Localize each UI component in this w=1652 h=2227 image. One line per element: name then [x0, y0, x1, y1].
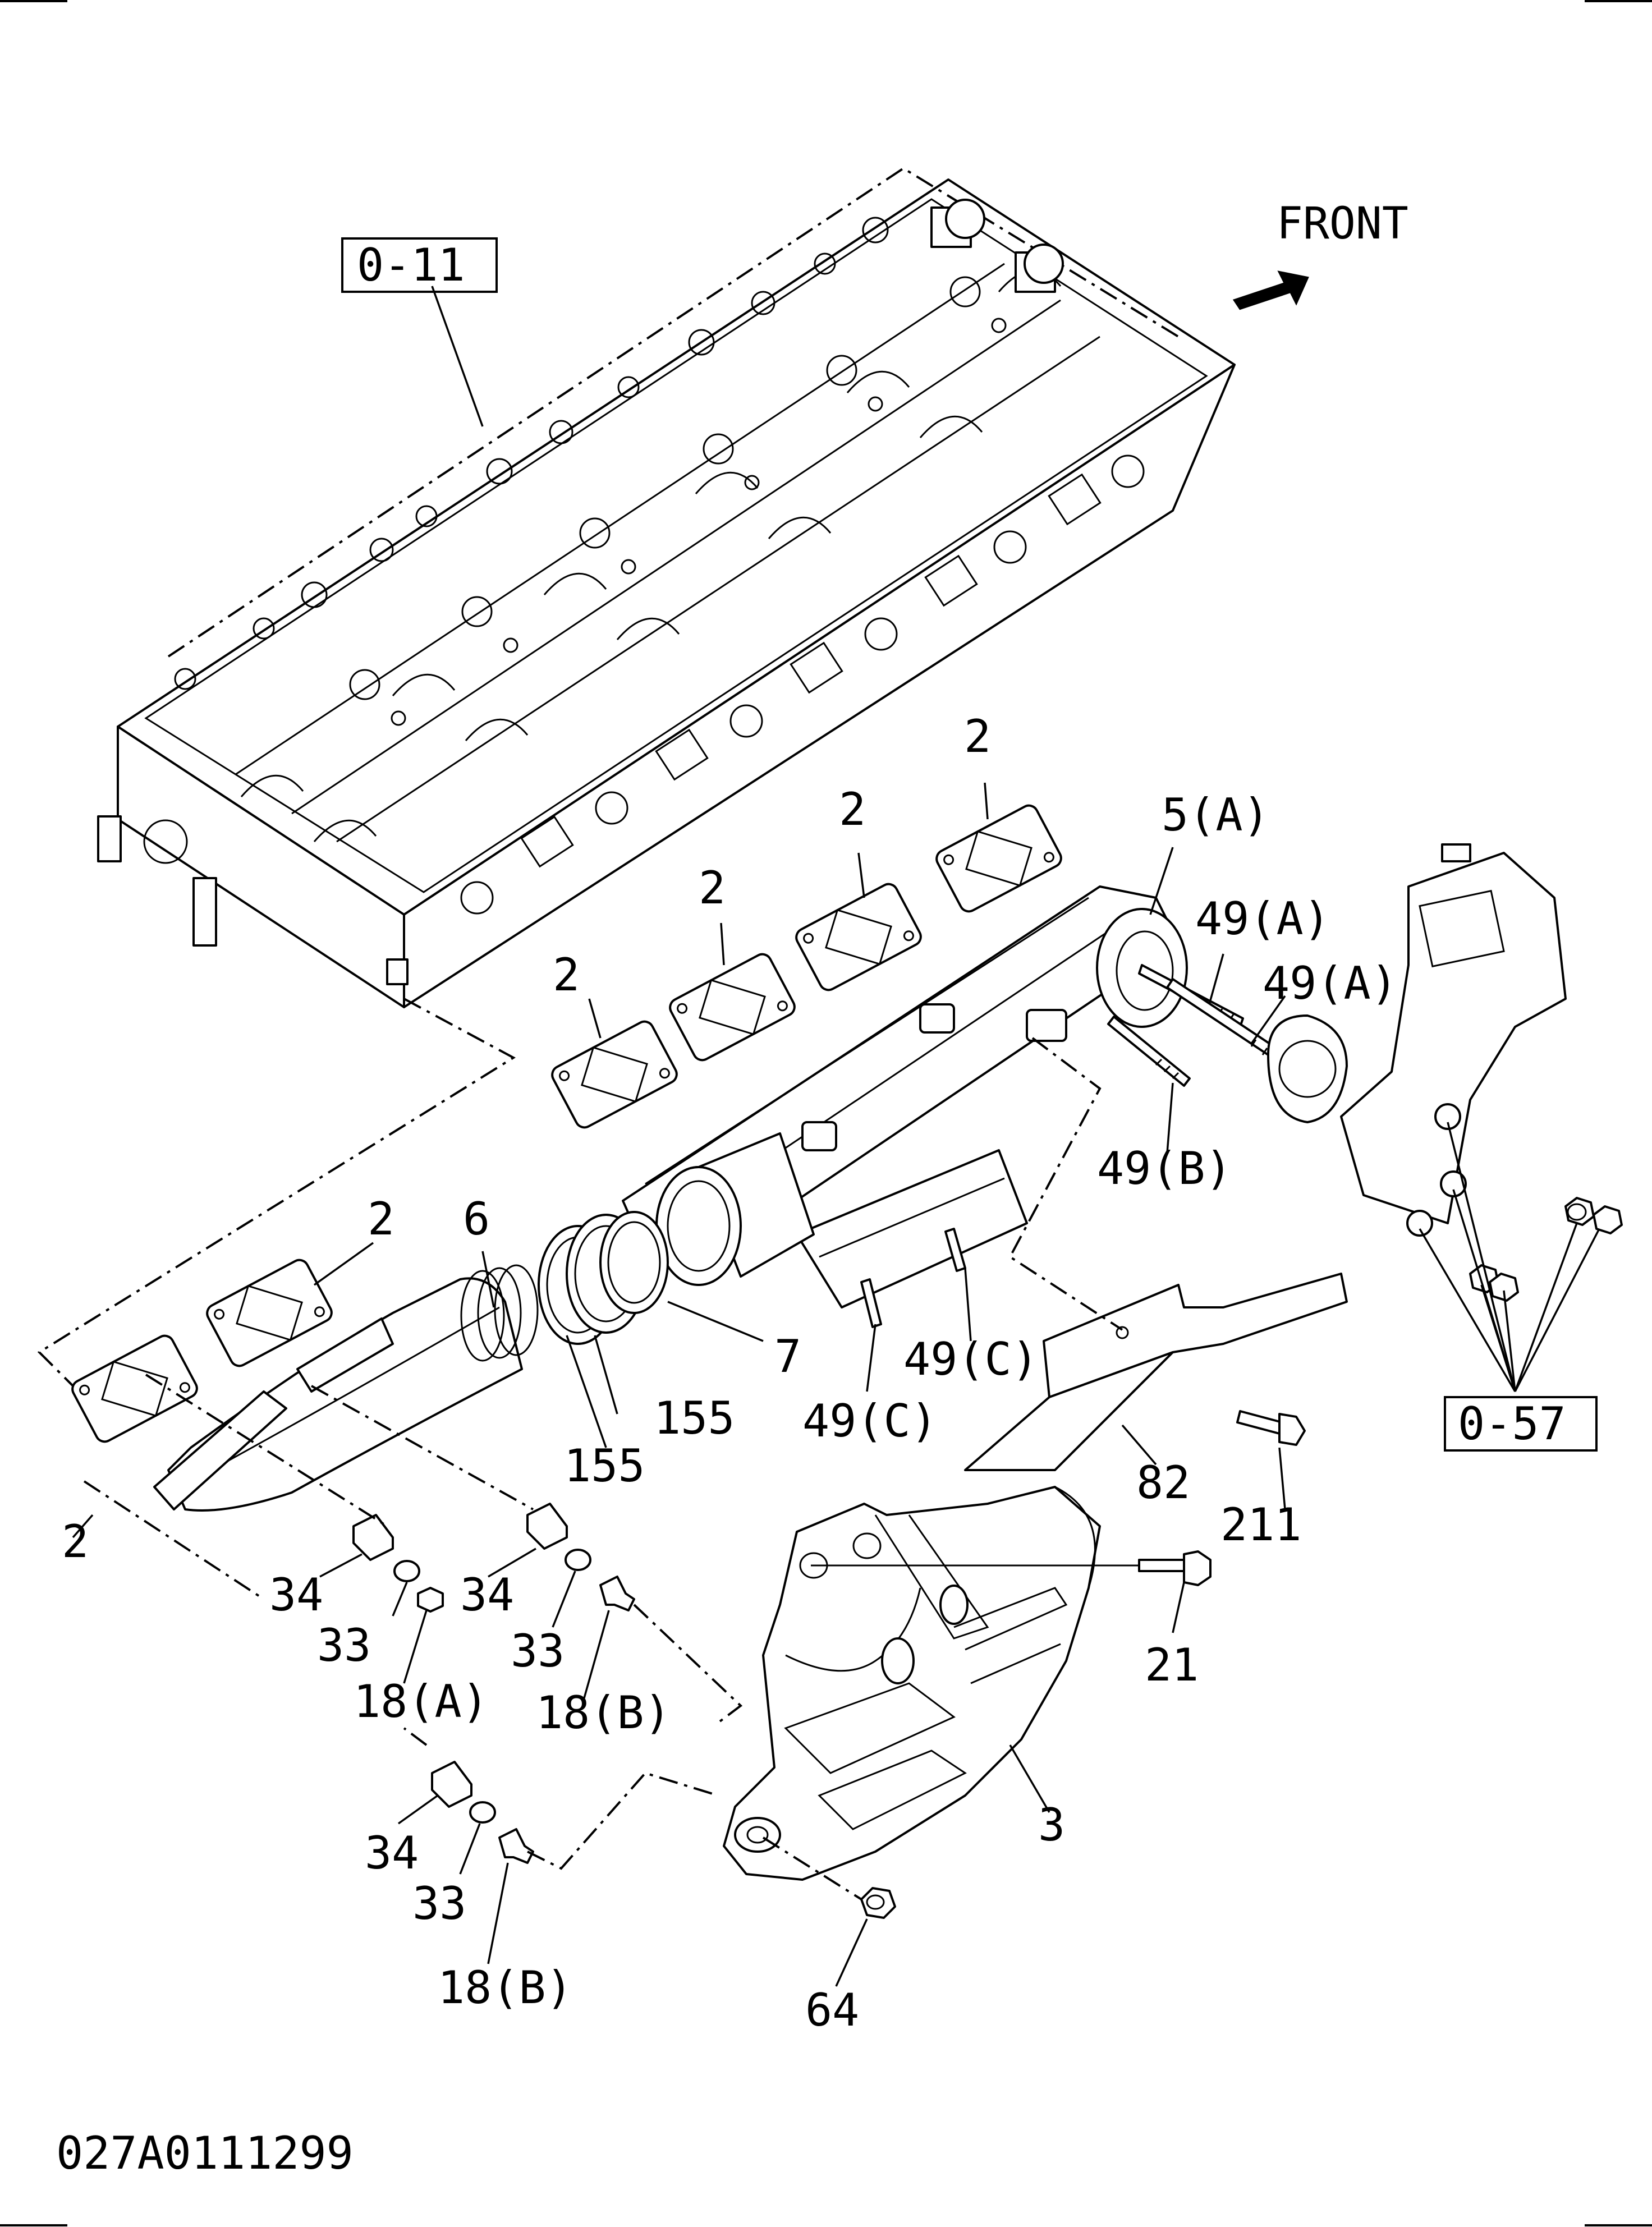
drawing-number: 027A0111299	[56, 2127, 354, 2179]
callout-turbo-cover: 3	[1038, 1799, 1065, 1851]
callout-stud-c2: 49(C)	[802, 1395, 938, 1447]
callout-gasket-6: 2	[62, 1516, 89, 1568]
front-direction-label: FRONT	[1277, 199, 1408, 249]
spacers-washers-nuts	[83, 1374, 743, 1870]
callout-seal-ring-2: 155	[564, 1440, 645, 1492]
head-to-gasket-line	[37, 998, 516, 1404]
callout-gasket-3: 2	[699, 862, 726, 914]
callout-seal-ring-1: 155	[654, 1392, 735, 1444]
callout-gasket-2: 2	[839, 783, 866, 835]
callout-gasket-5: 2	[368, 1193, 394, 1245]
bolt-211	[1236, 1410, 1306, 1446]
shield-guide-line	[1008, 1037, 1123, 1331]
rear-exhaust-manifold	[622, 885, 1188, 1308]
callout-washer-3: 33	[412, 1877, 466, 1930]
ref-box-water-outlet	[1444, 1396, 1598, 1452]
callout-gasket-4: 2	[553, 949, 580, 1001]
callout-washer-1: 33	[317, 1619, 371, 1672]
leader-lines	[72, 286, 1600, 1987]
water-outlet-nuts	[1469, 1197, 1623, 1302]
callout-bolt-211: 211	[1220, 1499, 1302, 1551]
callout-nut-b2: 18(B)	[438, 1962, 573, 2014]
seal-rings	[538, 1211, 669, 1345]
nut-64	[762, 1836, 896, 1919]
callout-spacer-2: 34	[460, 1569, 514, 1621]
ref-label-water-outlet: 0-57	[1458, 1398, 1566, 1450]
water-outlet-housing	[1267, 843, 1567, 1237]
callout-front-manifold: 6	[463, 1193, 490, 1245]
callout-stud-a1: 49(A)	[1195, 893, 1330, 945]
callout-spacer-3: 34	[365, 1827, 419, 1879]
ref-box-cylinder-head	[341, 237, 498, 293]
turbo-cover	[723, 1486, 1101, 1881]
callout-seal-ring-outer: 7	[774, 1330, 801, 1383]
callout-gasket-1: 2	[964, 710, 991, 763]
heat-shield	[964, 1273, 1348, 1471]
front-arrow-icon	[1232, 270, 1309, 310]
front-exhaust-manifold	[153, 1264, 539, 1512]
callout-nut-b1: 18(B)	[536, 1687, 671, 1739]
callout-stud-c1: 49(C)	[903, 1333, 1039, 1385]
callout-washer-2: 33	[511, 1625, 565, 1677]
callout-heat-shield: 82	[1136, 1457, 1190, 1509]
callout-bolt-21: 21	[1145, 1639, 1199, 1691]
bolt-21	[811, 1550, 1212, 1586]
callout-stud-a2: 49(A)	[1263, 957, 1398, 1009]
cylinder-head	[97, 167, 1236, 1008]
callout-spacer-1: 34	[269, 1569, 323, 1621]
callout-nut-a: 18(A)	[354, 1675, 489, 1728]
callout-stud-b: 49(B)	[1097, 1142, 1232, 1195]
stud-bolts	[860, 964, 1292, 1328]
callout-nut-64: 64	[805, 1984, 859, 2036]
gaskets	[71, 804, 1062, 1443]
ref-label-cylinder-head: 0-11	[357, 239, 465, 291]
callout-rear-manifold: 5(A)	[1162, 789, 1270, 841]
